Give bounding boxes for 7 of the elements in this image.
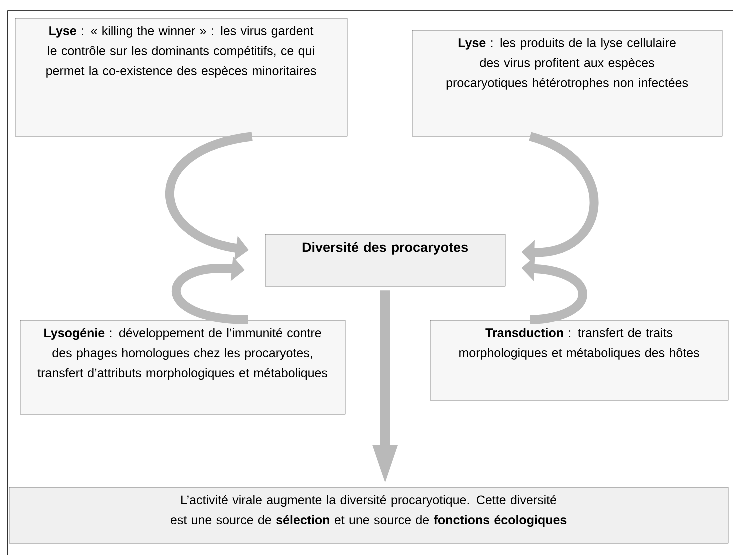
text-box: Lyse : « killing the winner » : les virus gardent le contrôle sur les dominants compétitifs, ce qui permet la co-existence des espèces minoritaires [15, 18, 348, 137]
text-box: Lysogénie : développement de l’immunité contre des phages homologues chez les procaryotes, transfert d’attributs morphologiques et métaboliques [20, 320, 346, 415]
text-box: Diversité des procaryotes [265, 234, 506, 287]
block-arrow [172, 256, 249, 324]
text-box: Lyse : les produits de la lyse cellulaire des virus profitent aux espèces procaryotiques hétérotrophes non infectées [412, 30, 723, 137]
text-box: L’activité virale augmente la diversité procaryotique. Cette diversité est une source de sélection et une source de fonctions écologiques [9, 487, 729, 544]
text-box: Transduction : transfert de traits morphologiques et métaboliques des hôtes [430, 320, 729, 401]
